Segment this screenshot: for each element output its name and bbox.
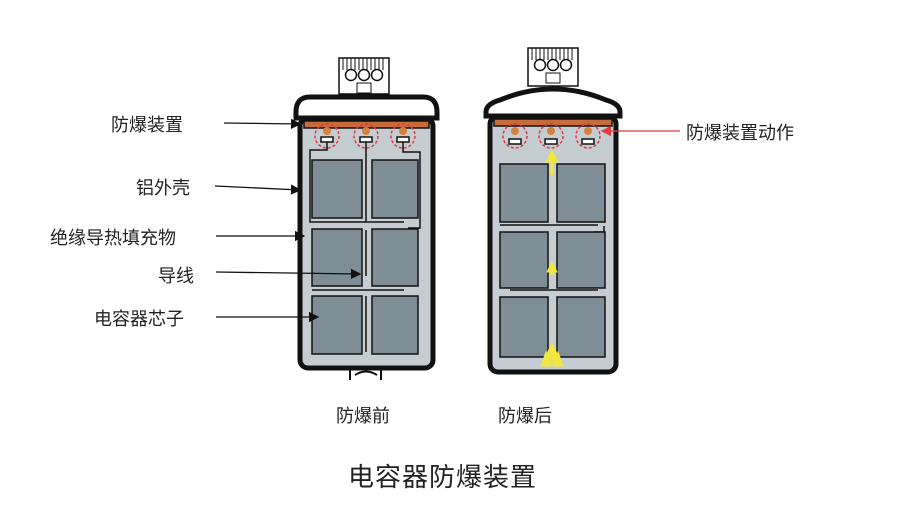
label-insulating-filler: 绝缘导热填充物 (50, 228, 176, 249)
capacitor-cores (499, 163, 606, 358)
figure-title: 电容器防爆装置 (348, 463, 538, 493)
label-device-action: 防爆装置动作 (686, 123, 794, 144)
terminal-block-icon (338, 57, 390, 95)
capacitor-before (293, 57, 440, 380)
caption-before: 防爆前 (336, 406, 390, 427)
capacitor-cores (311, 159, 419, 355)
label-capacitor-core: 电容器芯子 (94, 309, 184, 330)
caption-after: 防爆后 (498, 406, 552, 427)
label-explosion-device: 防爆装置 (111, 115, 183, 136)
capacitor-after (483, 47, 623, 375)
explosion-proof-plate (493, 118, 613, 127)
leader-lines (214, 118, 362, 323)
label-aluminum-shell: 铝外壳 (136, 178, 190, 199)
wire (309, 142, 421, 352)
terminal-block-icon (527, 47, 579, 87)
gas-flow-arrow-icon (540, 148, 564, 367)
label-wire: 导线 (158, 266, 194, 287)
